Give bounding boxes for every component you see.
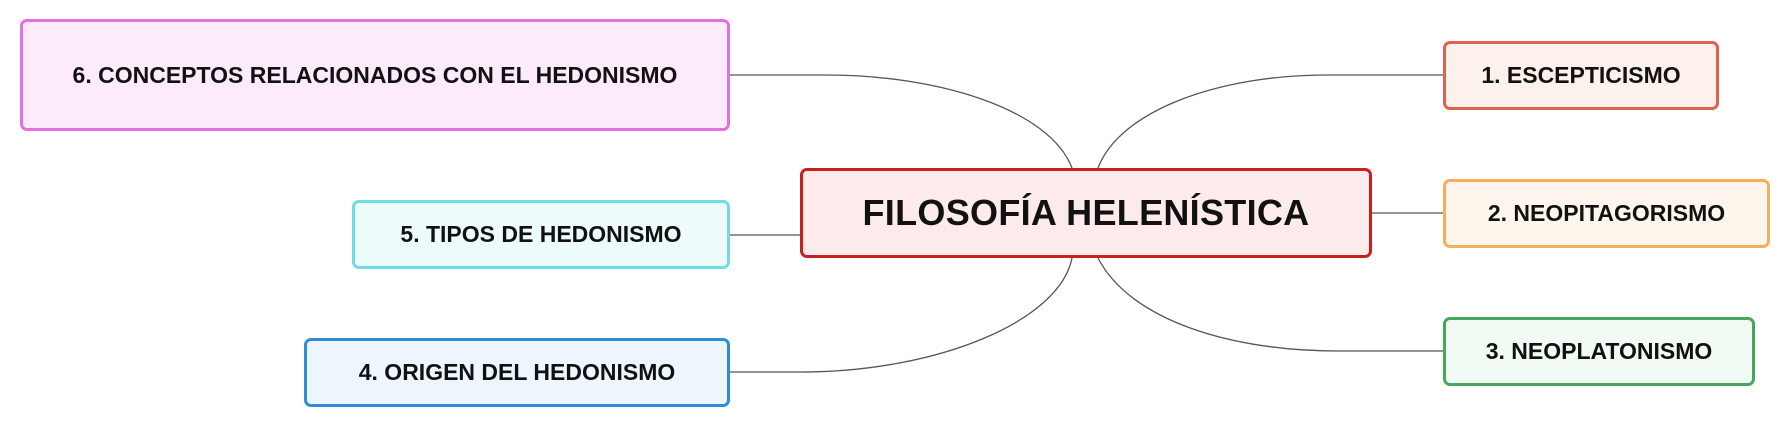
topic-3-label: 3. NEOPLATONISMO [1485, 338, 1713, 364]
connector-6 [730, 74, 1073, 169]
central-topic[interactable]: FILOSOFÍA HELENÍSTICA [800, 168, 1372, 258]
topic-2-neopitagorismo[interactable]: 2. NEOPITAGORISMO [1443, 179, 1770, 248]
topic-5-tipos-de-hedonismo[interactable]: 5. TIPOS DE HEDONISMO [352, 200, 730, 269]
topic-6-conceptos-relacionados[interactable]: 6. CONCEPTOS RELACIONADOS CON EL HEDONIS… [20, 19, 730, 131]
topic-2-label: 2. NEOPITAGORISMO [1487, 200, 1726, 226]
topic-4-label: 4. ORIGEN DEL HEDONISMO [358, 359, 676, 385]
topic-5-label: 5. TIPOS DE HEDONISMO [400, 221, 682, 247]
connector-3 [1097, 257, 1443, 352]
connector-4 [730, 257, 1073, 373]
topic-3-neoplatonismo[interactable]: 3. NEOPLATONISMO [1443, 317, 1755, 386]
connector-1 [1097, 74, 1443, 169]
topic-1-label: 1. ESCEPTICISMO [1481, 62, 1681, 88]
topic-1-escepticismo[interactable]: 1. ESCEPTICISMO [1443, 41, 1719, 110]
topic-6-label: 6. CONCEPTOS RELACIONADOS CON EL HEDONIS… [72, 61, 678, 88]
topic-4-origen-del-hedonismo[interactable]: 4. ORIGEN DEL HEDONISMO [304, 338, 730, 407]
central-topic-label: FILOSOFÍA HELENÍSTICA [862, 192, 1310, 233]
